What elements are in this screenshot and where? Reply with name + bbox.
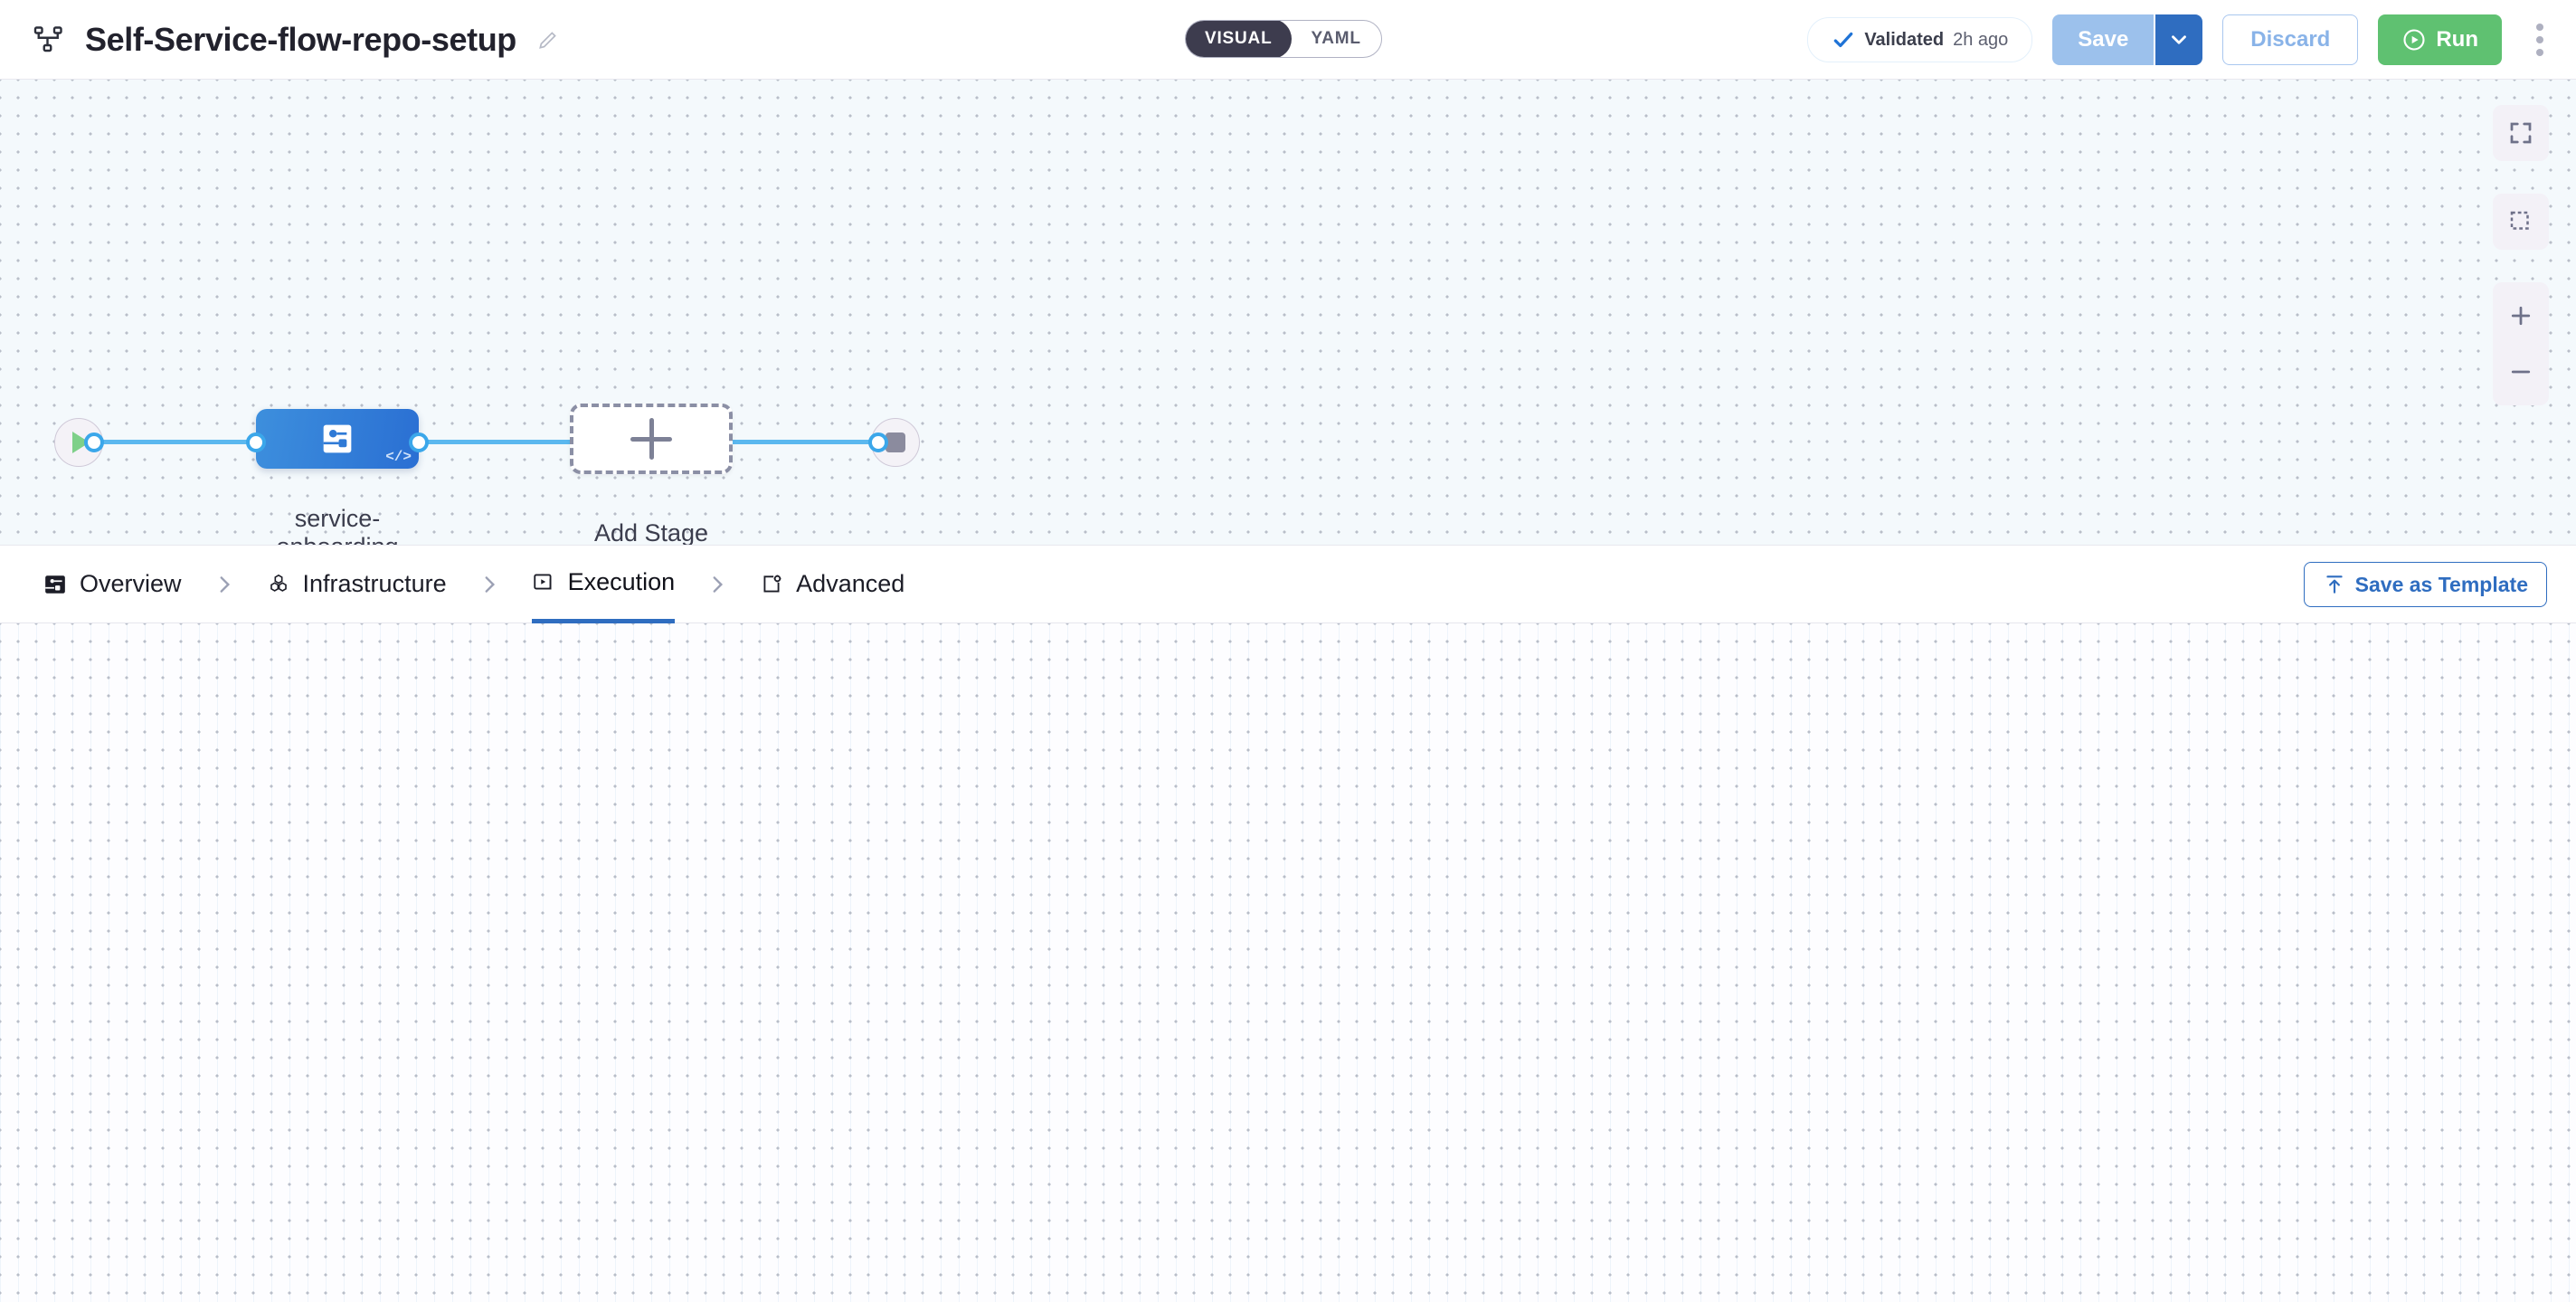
add-stage-node[interactable]: [570, 404, 733, 474]
stage-config-tabbar: Overview Infrastructure Execution: [0, 546, 2576, 623]
header-actions: Validated 2h ago Save Discard Run: [1807, 0, 2558, 80]
save-button[interactable]: Save: [2052, 14, 2155, 65]
run-label: Run: [2436, 27, 2478, 52]
marquee-select-icon[interactable]: [2493, 194, 2549, 250]
validated-label: Validated: [1864, 29, 1945, 50]
port-stage-out[interactable]: [409, 432, 429, 452]
port-end-in[interactable]: [868, 432, 888, 452]
header-left-group: Self-Service-flow-repo-setup: [0, 21, 562, 59]
stage-node-service-onboarding[interactable]: </>: [256, 409, 419, 469]
execution-icon: [532, 570, 555, 594]
chevron-right-icon: [675, 573, 760, 596]
tab-infrastructure[interactable]: Infrastructure: [267, 546, 447, 623]
chevron-right-icon: [182, 573, 267, 596]
deployment-stage-icon: [317, 418, 358, 460]
tab-infrastructure-label: Infrastructure: [302, 570, 447, 597]
minus-icon[interactable]: [2493, 344, 2549, 400]
tab-execution[interactable]: Execution: [531, 546, 676, 623]
pipeline-hierarchy-icon: [31, 22, 67, 58]
overview-icon: [43, 573, 67, 596]
stage-canvas-controls[interactable]: [2493, 105, 2549, 405]
edge-addstage-to-end: [715, 440, 886, 444]
stage-node-label: service- onboarding: [276, 505, 398, 545]
stage-end-node[interactable]: [871, 418, 920, 467]
tab-overview-label: Overview: [80, 570, 182, 597]
save-as-template-button[interactable]: Save as Template: [2303, 562, 2547, 607]
status-badge: Validated 2h ago: [1807, 17, 2033, 62]
validated-timestamp: 2h ago: [1953, 29, 2009, 50]
toggle-visual[interactable]: VISUAL: [1185, 21, 1293, 57]
chevron-right-icon: [447, 573, 532, 596]
plus-icon[interactable]: [2493, 288, 2549, 344]
page-title: Self-Service-flow-repo-setup: [85, 20, 516, 58]
more-vertical-icon[interactable]: [2522, 24, 2558, 56]
chevron-down-icon[interactable]: [2154, 14, 2203, 65]
view-mode-toggle[interactable]: VISUAL YAML: [1185, 20, 1382, 58]
stage-canvas[interactable]: </> service- onboarding Add Stage: [0, 80, 2576, 546]
discard-button[interactable]: Discard: [2222, 14, 2359, 65]
play-circle-icon: [2401, 27, 2427, 52]
edge-stage-to-addstage: [405, 440, 573, 444]
tab-execution-label: Execution: [567, 567, 676, 595]
tab-advanced-label: Advanced: [796, 570, 905, 597]
toggle-yaml[interactable]: YAML: [1311, 29, 1361, 48]
pencil-edit-icon[interactable]: [535, 26, 562, 53]
save-as-template-label: Save as Template: [2354, 572, 2528, 596]
fit-screen-icon[interactable]: [2493, 105, 2549, 161]
add-stage-label: Add Stage: [593, 519, 709, 546]
tab-advanced[interactable]: Advanced: [760, 546, 904, 623]
tab-overview[interactable]: Overview: [43, 546, 182, 623]
port-stage-in[interactable]: [246, 432, 266, 452]
stop-icon: [886, 432, 905, 452]
run-button[interactable]: Run: [2378, 14, 2502, 65]
zoom-controls[interactable]: [2493, 282, 2549, 405]
save-split-button[interactable]: Save: [2052, 14, 2203, 65]
port-start-out[interactable]: [84, 432, 104, 452]
edge-start-to-stage: [90, 440, 255, 444]
template-upload-icon: [2323, 573, 2346, 596]
infrastructure-hex-icon: [267, 573, 290, 596]
code-badge-icon: </>: [385, 449, 412, 465]
advanced-gear-icon: [760, 573, 783, 596]
app-header: Self-Service-flow-repo-setup VISUAL YAML…: [0, 0, 2576, 80]
execution-steps-canvas[interactable]: </> CookieCutter </> CreateRepo </> crea…: [0, 623, 2576, 1302]
check-icon: [1832, 28, 1855, 52]
